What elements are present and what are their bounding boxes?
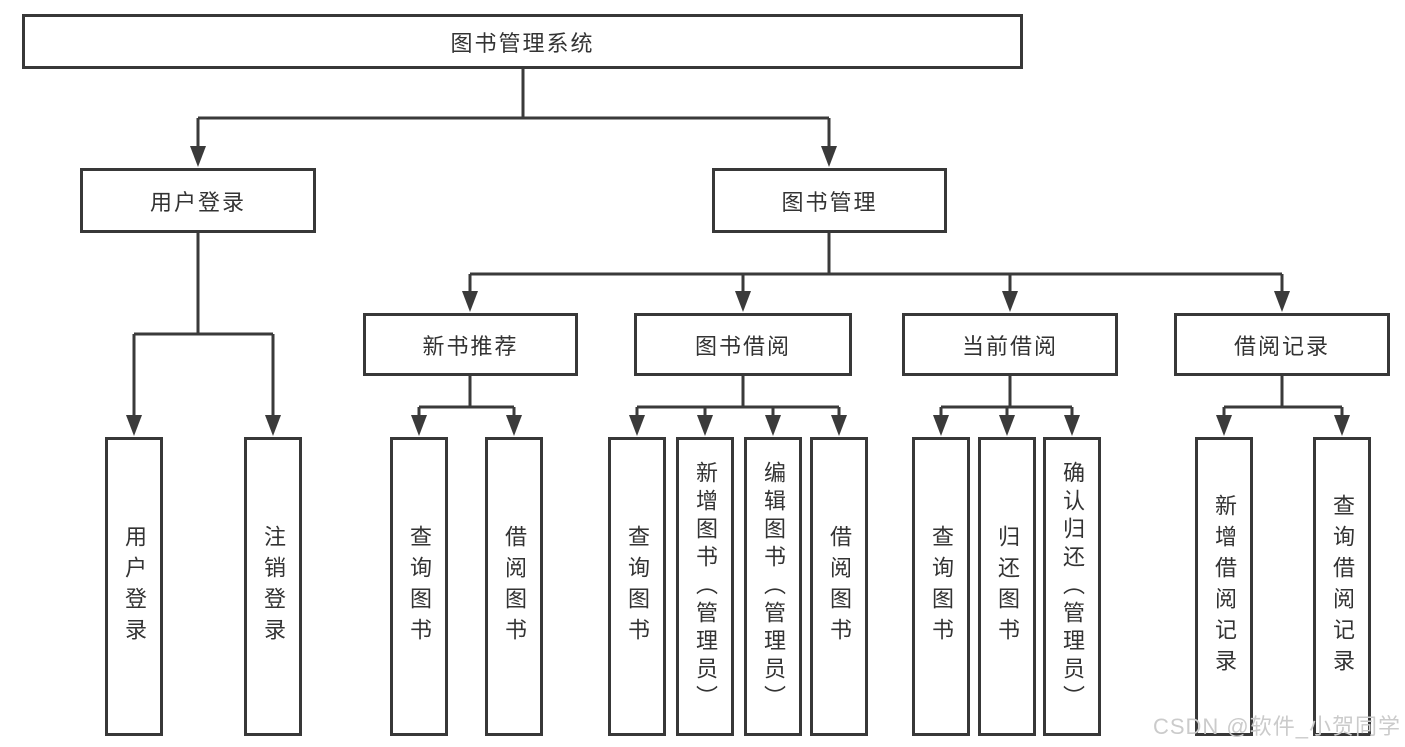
leaf-query-borrow-record: 查询借阅记录 — [1313, 437, 1371, 736]
arrow-leaf-2 — [265, 415, 281, 436]
node-user-login: 用户登录 — [80, 168, 316, 233]
node-book-management-label: 图书管理 — [781, 189, 878, 215]
arrow-leaf-1 — [126, 415, 142, 436]
leaf-return-books-label: 归还图书 — [995, 524, 1020, 649]
node-current-borrow: 当前借阅 — [902, 313, 1118, 376]
leaf-confirm-return-admin: 确认归还（管理员） — [1043, 437, 1101, 736]
leaf-borrow-books-label: 借阅图书 — [827, 524, 852, 649]
leaf-logout-label: 注销登录 — [261, 524, 286, 649]
arrowheads — [126, 146, 1350, 436]
leaf-borrow-books-recommend: 借阅图书 — [485, 437, 543, 736]
leaf-confirm-return-admin-label: 确认归还（管理员） — [1060, 460, 1085, 713]
leaf-edit-books-admin: 编辑图书（管理员） — [744, 437, 802, 736]
node-book-management: 图书管理 — [712, 168, 947, 233]
leaf-query-books-borrow: 查询图书 — [608, 437, 666, 736]
edge-root-branch — [196, 69, 831, 149]
arrow-leaf-13 — [1334, 415, 1350, 436]
arrow-borrow-record — [1274, 291, 1290, 312]
arrow-user-login — [190, 146, 206, 167]
arrow-leaf-4 — [506, 415, 522, 436]
node-user-login-label: 用户登录 — [149, 189, 246, 215]
node-borrow-record: 借阅记录 — [1174, 313, 1390, 376]
arrow-leaf-3 — [411, 415, 427, 436]
leaf-query-books-recommend-label: 查询图书 — [407, 524, 432, 649]
arrow-leaf-8 — [831, 415, 847, 436]
arrow-leaf-11 — [1064, 415, 1080, 436]
node-book-borrow: 图书借阅 — [634, 313, 852, 376]
edge-user-login-branch — [132, 233, 275, 417]
edge-current-branch — [939, 376, 1074, 417]
watermark: CSDN @软件_小贺同学 — [1152, 714, 1401, 739]
tree-edges — [132, 69, 1344, 417]
leaf-add-borrow-record-label: 新增借阅记录 — [1212, 493, 1237, 680]
edge-record-branch — [1222, 376, 1344, 417]
leaf-query-books-current: 查询图书 — [912, 437, 970, 736]
arrow-leaf-9 — [933, 415, 949, 436]
arrow-leaf-6 — [697, 415, 713, 436]
edge-borrow-branch — [635, 376, 841, 417]
leaf-query-borrow-record-label: 查询借阅记录 — [1330, 493, 1355, 680]
leaf-add-books-admin: 新增图书（管理员） — [676, 437, 734, 736]
leaf-user-login-label: 用户登录 — [122, 524, 147, 649]
arrow-current-borrow — [1002, 291, 1018, 312]
leaf-query-books-borrow-label: 查询图书 — [625, 524, 650, 649]
leaf-edit-books-admin-label: 编辑图书（管理员） — [761, 460, 786, 713]
leaf-add-borrow-record: 新增借阅记录 — [1195, 437, 1253, 736]
arrow-leaf-10 — [999, 415, 1015, 436]
arrow-leaf-7 — [765, 415, 781, 436]
node-book-borrow-label: 图书借阅 — [694, 333, 791, 359]
edge-book-mgmt-branch — [468, 233, 1284, 293]
leaf-add-books-admin-label: 新增图书（管理员） — [693, 460, 718, 713]
node-current-borrow-label: 当前借阅 — [961, 333, 1058, 359]
arrow-book-mgmt — [821, 146, 837, 167]
node-root: 图书管理系统 — [22, 14, 1023, 69]
leaf-borrow-books-recommend-label: 借阅图书 — [502, 524, 527, 649]
edge-new-book-branch — [417, 376, 516, 417]
node-root-label: 图书管理系统 — [450, 30, 595, 56]
arrow-book-borrow — [735, 291, 751, 312]
node-new-book-recommend: 新书推荐 — [363, 313, 578, 376]
leaf-user-login: 用户登录 — [105, 437, 163, 736]
arrow-leaf-12 — [1216, 415, 1232, 436]
leaf-borrow-books: 借阅图书 — [810, 437, 868, 736]
leaf-logout: 注销登录 — [244, 437, 302, 736]
arrow-new-book — [462, 291, 478, 312]
leaf-query-books-current-label: 查询图书 — [929, 524, 954, 649]
node-new-book-recommend-label: 新书推荐 — [422, 333, 519, 359]
node-borrow-record-label: 借阅记录 — [1233, 333, 1330, 359]
leaf-return-books: 归还图书 — [978, 437, 1036, 736]
leaf-query-books-recommend: 查询图书 — [390, 437, 448, 736]
arrow-leaf-5 — [629, 415, 645, 436]
